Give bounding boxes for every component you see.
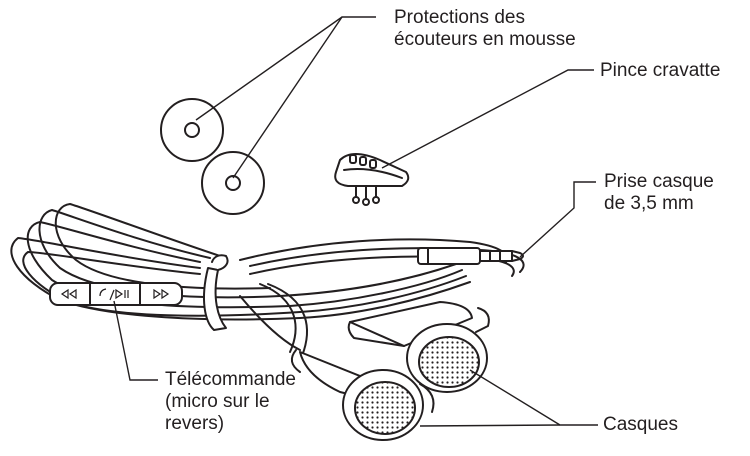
headphone-jack — [418, 248, 523, 264]
cable-binder — [204, 268, 226, 330]
leader-earbud-lower — [420, 425, 560, 426]
tie-clip — [335, 154, 408, 205]
label-jack: Prise casque de 3,5 mm — [604, 171, 714, 215]
leader-foam-covers — [196, 17, 376, 120]
leader-tie-clip — [382, 70, 594, 168]
leader-earbud-upper — [470, 370, 598, 425]
label-earbuds: Casques — [603, 414, 678, 436]
leader-jack — [520, 182, 596, 257]
leader-foam-covers-2 — [233, 17, 342, 178]
label-foam-covers: Protections des écouteurs en mousse — [394, 7, 576, 51]
foam-covers — [161, 99, 264, 214]
label-tie-clip: Pince cravatte — [600, 60, 720, 82]
label-remote: Télécommande (micro sur le revers) — [165, 369, 296, 435]
